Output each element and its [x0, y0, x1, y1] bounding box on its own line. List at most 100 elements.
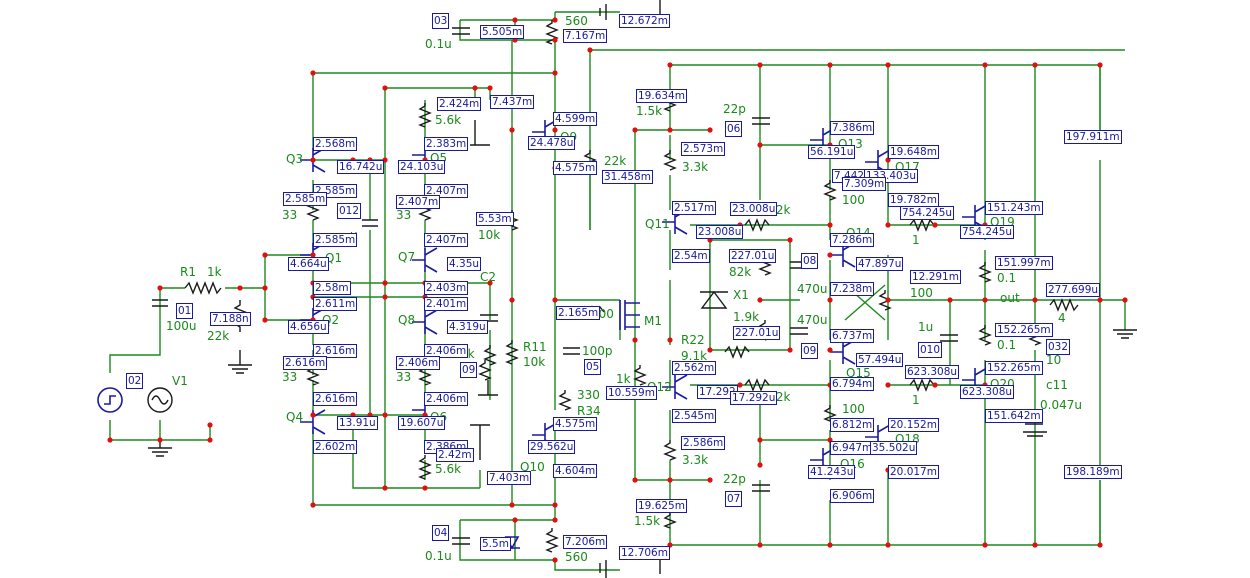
junction-node	[982, 222, 988, 228]
junction-node	[382, 412, 388, 418]
junction-node	[737, 222, 743, 228]
junction-node	[1032, 542, 1038, 548]
junction-node	[512, 517, 518, 523]
junction-node	[509, 502, 515, 508]
junction-node	[262, 317, 268, 323]
junction-node	[587, 165, 593, 171]
junction-node	[552, 517, 558, 523]
junction-node	[262, 252, 268, 258]
junction-node	[552, 297, 558, 303]
junction-node	[885, 542, 891, 548]
junction-node	[667, 477, 673, 483]
junction-node	[1097, 297, 1103, 303]
junction-node	[487, 280, 493, 286]
junction-node	[885, 382, 891, 388]
junction-node	[552, 70, 558, 76]
junction-node	[422, 157, 428, 163]
grounds	[148, 0, 1137, 578]
junction-node	[237, 285, 243, 291]
junction-node	[885, 157, 891, 163]
junction-node	[757, 142, 763, 148]
junction-nodes	[107, 17, 1128, 563]
junction-node	[472, 85, 478, 91]
junction-node	[827, 222, 833, 228]
junction-node	[310, 157, 316, 163]
junction-node	[757, 62, 763, 68]
junction-node	[207, 422, 213, 428]
junction-node	[827, 437, 833, 443]
junction-node	[982, 542, 988, 548]
junction-node	[310, 502, 316, 508]
junction-node	[367, 412, 373, 418]
junction-node	[707, 477, 713, 483]
junction-node	[512, 37, 518, 43]
junction-node	[310, 294, 316, 300]
junction-node	[757, 542, 763, 548]
junction-node	[350, 157, 356, 163]
junction-node	[310, 280, 316, 286]
junction-node	[932, 222, 938, 228]
junction-node	[1097, 62, 1103, 68]
junction-node	[787, 347, 793, 353]
junction-node	[885, 297, 891, 303]
junction-node	[587, 47, 593, 53]
junction-node	[982, 62, 988, 68]
junction-node	[667, 337, 673, 343]
junction-node	[107, 437, 113, 443]
junction-node	[157, 285, 163, 291]
junction-node	[487, 85, 493, 91]
junction-node	[552, 502, 558, 508]
junction-node	[382, 485, 388, 491]
junction-node	[827, 347, 833, 353]
junction-node	[982, 382, 988, 388]
junction-node	[350, 412, 356, 418]
junction-node	[827, 382, 833, 388]
junction-node	[512, 17, 518, 23]
junction-node	[382, 157, 388, 163]
junction-node	[382, 280, 388, 286]
junction-node	[310, 412, 316, 418]
sources	[97, 387, 173, 413]
junction-node	[827, 142, 833, 148]
junction-node	[667, 542, 673, 548]
junction-node	[310, 317, 316, 323]
junction-node	[310, 70, 316, 76]
junction-node	[262, 285, 268, 291]
junction-node	[632, 337, 638, 343]
diodes	[504, 290, 728, 550]
junction-node	[707, 237, 713, 243]
junction-node	[552, 557, 558, 563]
junction-node	[1032, 297, 1038, 303]
junction-node	[422, 485, 428, 491]
junction-node	[667, 127, 673, 133]
resistors	[184, 20, 1079, 553]
junction-node	[422, 294, 428, 300]
junction-node	[932, 382, 938, 388]
junction-node	[552, 17, 558, 23]
junction-node	[827, 252, 833, 258]
junction-node	[1097, 542, 1103, 548]
junction-node	[947, 297, 953, 303]
junction-node	[509, 127, 515, 133]
junction-node	[737, 382, 743, 388]
junction-node	[1032, 62, 1038, 68]
junction-node	[310, 252, 316, 258]
junction-node	[757, 462, 763, 468]
junction-node	[885, 62, 891, 68]
junction-node	[382, 294, 388, 300]
transistors	[300, 119, 988, 473]
capacitors	[152, 27, 1043, 545]
junction-node	[707, 347, 713, 353]
junction-node	[885, 467, 891, 473]
junction-node	[509, 297, 515, 303]
junction-node	[552, 127, 558, 133]
junction-node	[707, 127, 713, 133]
junction-node	[757, 437, 763, 443]
junction-node	[885, 222, 891, 228]
junction-node	[827, 297, 833, 303]
junction-node	[787, 237, 793, 243]
junction-node	[207, 437, 213, 443]
junction-node	[422, 412, 428, 418]
junction-node	[827, 542, 833, 548]
junction-node	[552, 165, 558, 171]
